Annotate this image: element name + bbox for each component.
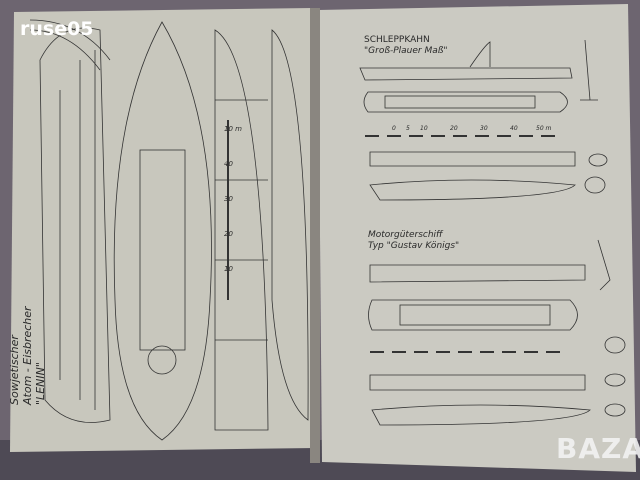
section1-subtitle: "Groß-Plauer Maß" [364, 46, 448, 56]
scale-label: 10 [420, 125, 428, 132]
scale-label: 30 [224, 195, 233, 203]
scale-label: 10 m [224, 125, 242, 133]
scale-label: 50 m [536, 125, 552, 132]
scale-label: 40 [224, 160, 233, 168]
scale-label: 30 [480, 125, 488, 132]
book-spine [310, 8, 320, 463]
section1-title: SCHLEPPKAHN [364, 35, 430, 45]
body-lines [214, 29, 269, 431]
caption-line: "LENIN" [34, 362, 47, 405]
scale-label: 0 [392, 125, 396, 132]
icebreaker-drawings [29, 19, 309, 441]
scale-label: 5 [406, 125, 410, 132]
barge-drawings [359, 39, 626, 426]
side-elevation [39, 27, 111, 423]
section2-subtitle: Typ "Gustav Königs" [368, 241, 460, 251]
scale-label: 20 [224, 230, 233, 238]
section2-title: Motorgüterschiff [368, 230, 443, 240]
scale-label: 20 [450, 125, 458, 132]
bazar-logo: BAZAR [556, 432, 640, 465]
left-page [10, 8, 316, 452]
caption-line: Atom - Eisbrecher [21, 306, 34, 405]
top-plan-view [113, 21, 212, 441]
scale-label: 40 [510, 125, 518, 132]
caption-line: Sowjetischer [8, 335, 21, 405]
watermark: ruse05 [20, 18, 94, 40]
right-page [318, 4, 636, 472]
icebreaker-caption: Sowjetischer Atom - Eisbrecher "LENIN" [8, 306, 47, 405]
scale-label: 10 [224, 265, 233, 273]
